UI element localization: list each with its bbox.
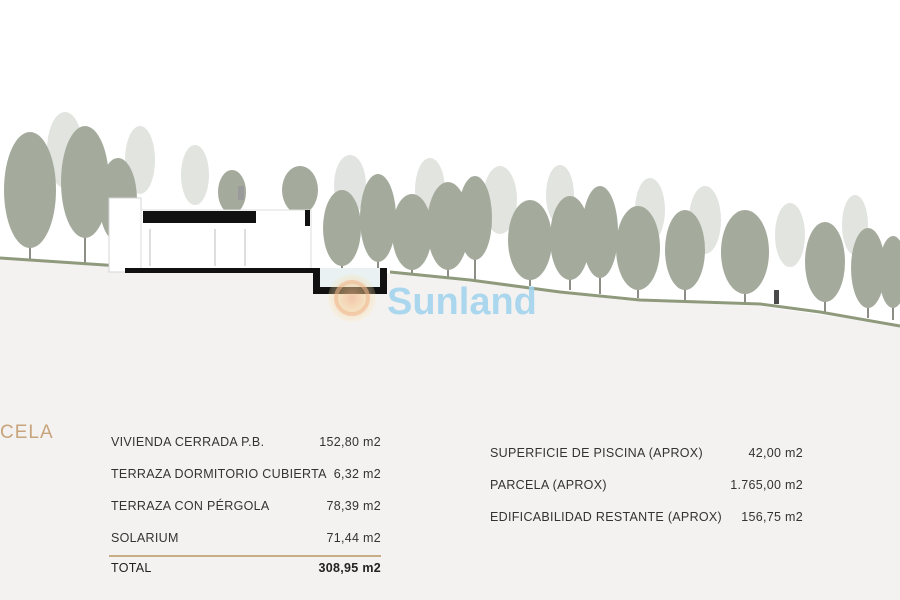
total-divider bbox=[109, 555, 381, 557]
plot-label: SUPERFICIE DE PISCINA (APROX) bbox=[490, 446, 703, 460]
total-value: 308,95 m2 bbox=[318, 561, 381, 575]
area-value: 71,44 m2 bbox=[326, 531, 381, 545]
data-panel bbox=[0, 410, 900, 600]
plot-label: PARCELA (APROX) bbox=[490, 478, 607, 492]
area-row: TERRAZA DORMITORIO CUBIERTA 6,32 m2 bbox=[111, 463, 381, 485]
area-value: 78,39 m2 bbox=[326, 499, 381, 513]
area-label: SOLARIUM bbox=[111, 531, 179, 545]
watermark-text: Sunland bbox=[387, 281, 537, 323]
area-row: TERRAZA CON PÉRGOLA 78,39 m2 bbox=[111, 495, 381, 517]
grass-line bbox=[0, 256, 900, 328]
total-row: TOTAL 308,95 m2 bbox=[111, 557, 381, 579]
area-label: TERRAZA DORMITORIO CUBIERTA bbox=[111, 467, 327, 481]
area-label: VIVIENDA CERRADA P.B. bbox=[111, 435, 265, 449]
area-row: VIVIENDA CERRADA P.B. 152,80 m2 bbox=[111, 431, 381, 453]
plot-label: EDIFICABILIDAD RESTANTE (APROX) bbox=[490, 510, 723, 524]
plot-value: 42,00 m2 bbox=[748, 446, 803, 460]
plot-value: 1.765,00 m2 bbox=[730, 478, 803, 492]
terrain bbox=[0, 258, 900, 410]
area-value: 6,32 m2 bbox=[333, 467, 381, 481]
section-drawing: Sunland bbox=[0, 112, 900, 410]
area-label: TERRAZA CON PÉRGOLA bbox=[111, 499, 270, 513]
section-title: CELA bbox=[0, 422, 54, 443]
plot-row: PARCELA (APROX) 1.765,00 m2 bbox=[490, 474, 803, 496]
total-label: TOTAL bbox=[111, 561, 152, 575]
area-value: 152,80 m2 bbox=[319, 435, 381, 449]
watermark: Sunland bbox=[328, 274, 537, 323]
plot-row: SUPERFICIE DE PISCINA (APROX) 42,00 m2 bbox=[490, 442, 803, 464]
plot-row: EDIFICABILIDAD RESTANTE (APROX) 156,75 m… bbox=[490, 506, 803, 528]
plot-value: 156,75 m2 bbox=[741, 510, 803, 524]
area-row: SOLARIUM 71,44 m2 bbox=[111, 527, 381, 549]
